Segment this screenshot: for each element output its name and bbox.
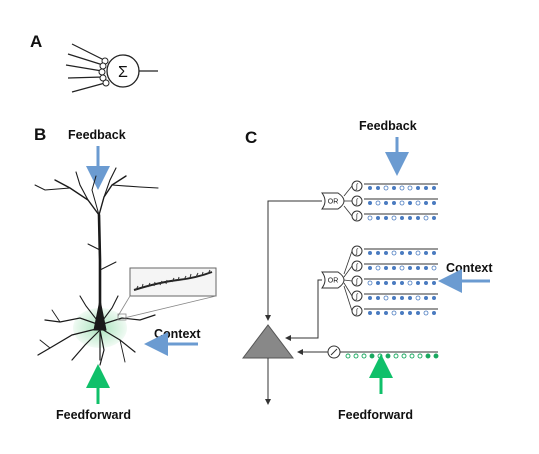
context-or-gate-icon	[321, 271, 345, 289]
b-context-label: Context	[154, 327, 201, 341]
panel-label-b: B	[34, 125, 46, 144]
ctx-threshold-4: ∫	[355, 294, 359, 301]
context-synapse-dots	[367, 250, 437, 316]
c-context-label: Context	[446, 261, 493, 275]
context-or-label: OR	[328, 278, 339, 285]
pyramidal-neuron-icon	[34, 167, 159, 366]
fb-threshold-3: ∫	[355, 214, 359, 221]
fb-threshold-2: ∫	[355, 199, 359, 206]
feedback-dendrite-group	[343, 180, 438, 222]
ctx-threshold-3: ∫	[355, 279, 359, 286]
ctx-threshold-2: ∫	[355, 264, 359, 271]
sum-symbol: Σ	[118, 64, 128, 81]
context-wire	[285, 279, 322, 341]
ctx-threshold-1: ∫	[355, 249, 359, 256]
feedforward-synapse-dots	[345, 353, 439, 359]
b-feedforward-label: Feedforward	[56, 408, 131, 422]
feedback-or-gate-icon	[321, 192, 345, 210]
fb-threshold-1: ∫	[355, 184, 359, 191]
b-feedback-label: Feedback	[68, 128, 126, 142]
feedback-synapse-dots	[367, 185, 436, 221]
c-feedforward-label: Feedforward	[338, 408, 413, 422]
c-feedback-label: Feedback	[359, 119, 417, 133]
context-dendrite-group	[343, 245, 438, 317]
dendrite-zoom-inset	[117, 267, 217, 321]
panel-label-a: A	[30, 32, 42, 51]
panel-label-c: C	[245, 128, 257, 147]
feedback-wire	[265, 200, 322, 321]
ctx-threshold-5: ∫	[355, 309, 359, 316]
triangle-soma-icon	[241, 324, 295, 359]
point-neuron-icon	[65, 43, 158, 93]
feedback-or-label: OR	[328, 199, 339, 206]
